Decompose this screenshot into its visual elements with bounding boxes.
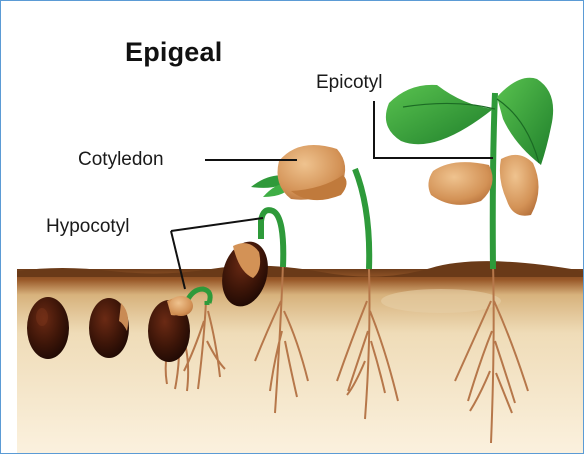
cotyledon-label: Cotyledon	[78, 149, 164, 171]
epicotyl-label: Epicotyl	[316, 72, 383, 94]
soil	[17, 261, 583, 453]
diagram-title: Epigeal	[125, 37, 222, 68]
seed-dormant-2	[89, 298, 129, 358]
seed-dormant-1	[27, 297, 69, 359]
hypocotyl-leader-2	[171, 218, 263, 231]
hypocotyl-label: Hypocotyl	[46, 216, 129, 238]
